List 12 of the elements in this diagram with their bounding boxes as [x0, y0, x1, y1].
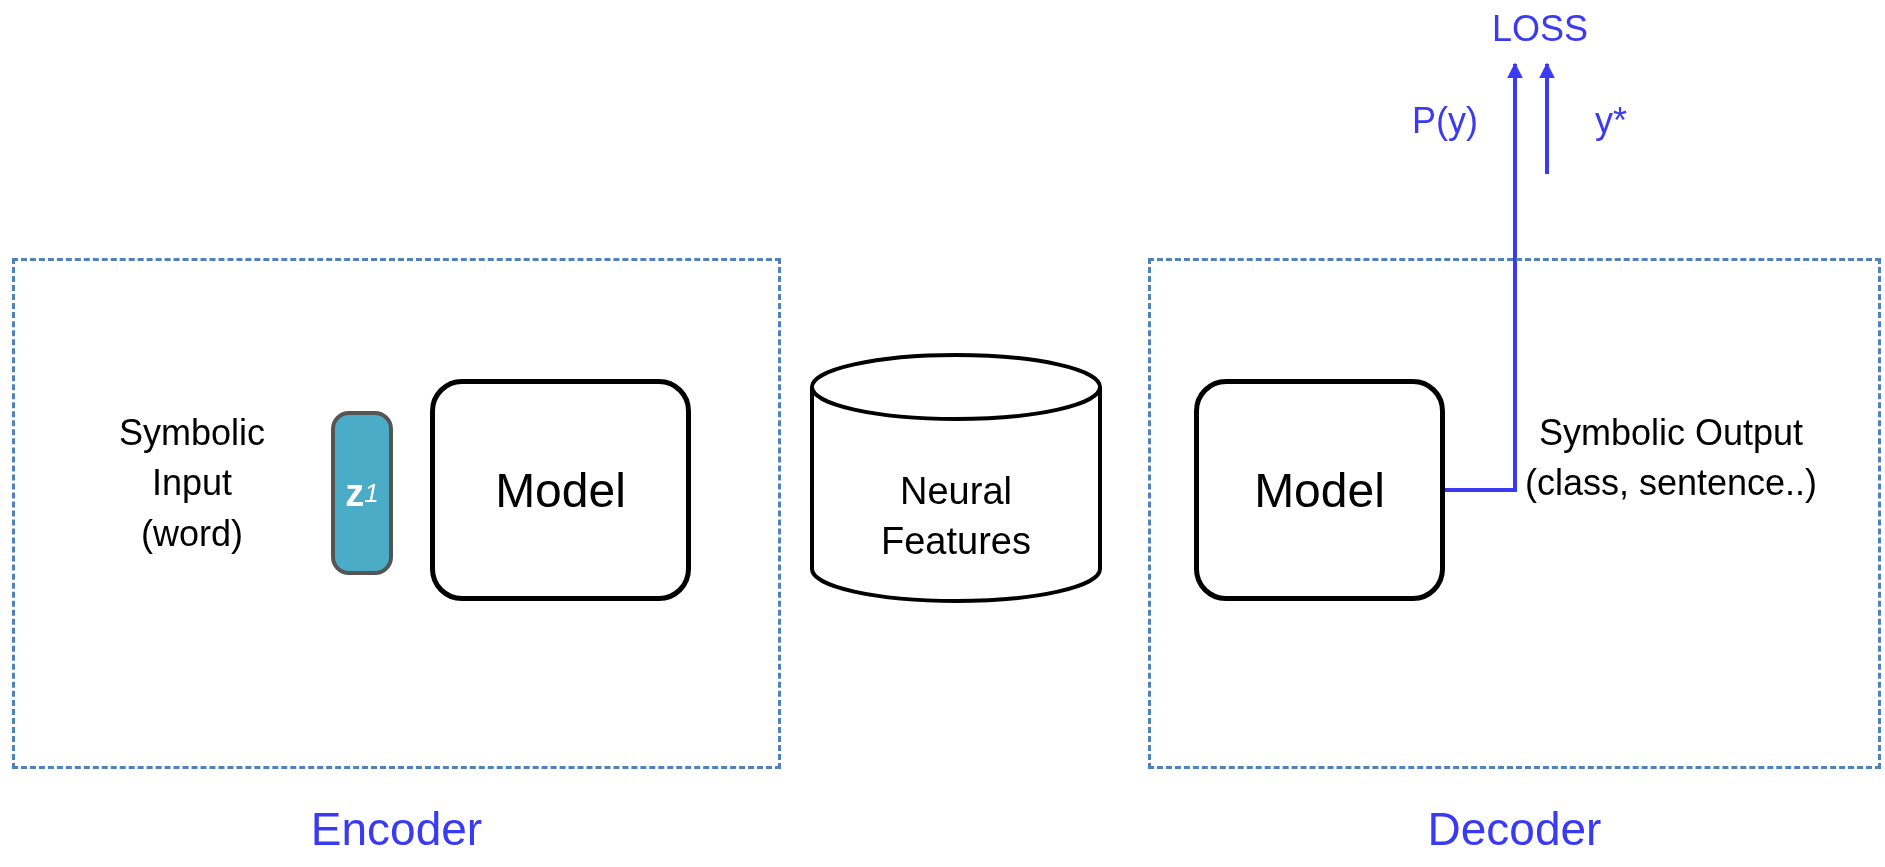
- arrow: [1539, 62, 1555, 174]
- section-heading: Encoder: [309, 802, 484, 856]
- edge-label: P(y): [1412, 100, 1478, 142]
- description-text: Symbolic Input (word): [117, 411, 266, 556]
- description-text: Symbolic Output (class, sentence..): [1523, 411, 1819, 506]
- database-cylinder: Neural Features: [809, 352, 1103, 604]
- loss-text: LOSS: [1470, 8, 1610, 58]
- edge-label: y*: [1595, 100, 1627, 142]
- arrow: [1445, 62, 1523, 492]
- model-box: Model: [1194, 379, 1445, 601]
- model-box: Model: [430, 379, 691, 601]
- section-heading: Decoder: [1426, 802, 1603, 856]
